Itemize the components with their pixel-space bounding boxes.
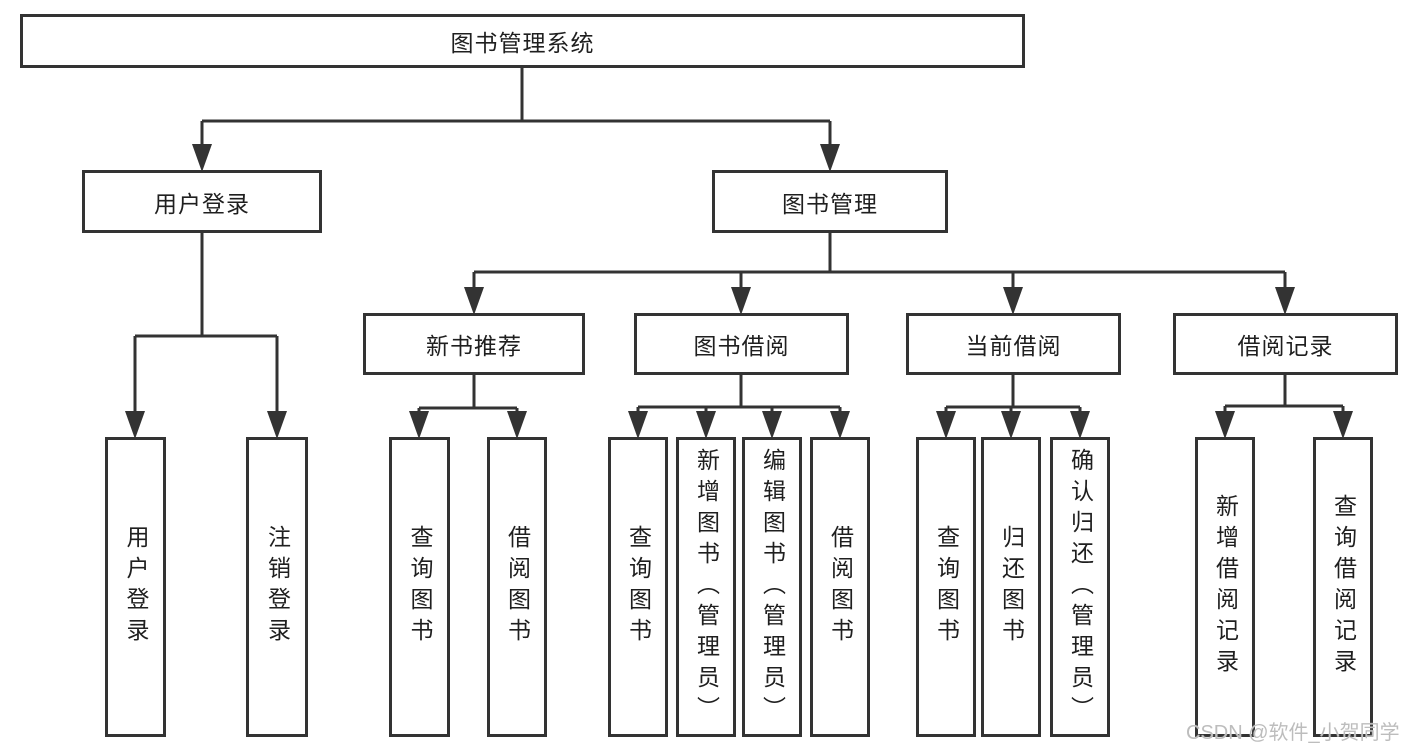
node-new-book-recommend: 新书推荐 bbox=[363, 313, 585, 375]
node-leaf-cb-confirm-return-admin: 确认归还（管理员） bbox=[1050, 437, 1110, 737]
node-leaf-logout: 注销登录 bbox=[246, 437, 308, 737]
node-leaf-bb-add-book-admin: 新增图书（管理员） bbox=[676, 437, 736, 737]
node-root: 图书管理系统 bbox=[20, 14, 1025, 68]
node-leaf-rec-borrow-book: 借阅图书 bbox=[487, 437, 547, 737]
node-leaf-user-login: 用户登录 bbox=[105, 437, 166, 737]
node-leaf-br-add-record: 新增借阅记录 bbox=[1195, 437, 1255, 737]
node-leaf-bb-query-book: 查询图书 bbox=[608, 437, 668, 737]
node-leaf-rec-query-book: 查询图书 bbox=[389, 437, 450, 737]
node-book-borrow: 图书借阅 bbox=[634, 313, 849, 375]
node-leaf-cb-return-book: 归还图书 bbox=[981, 437, 1041, 737]
node-leaf-cb-query-book: 查询图书 bbox=[916, 437, 976, 737]
node-leaf-br-query-record: 查询借阅记录 bbox=[1313, 437, 1373, 737]
node-current-borrow: 当前借阅 bbox=[906, 313, 1121, 375]
node-book-management: 图书管理 bbox=[712, 170, 948, 233]
watermark-text: CSDN @软件_小贺同学 bbox=[1186, 722, 1400, 744]
node-user-login: 用户登录 bbox=[82, 170, 322, 233]
node-leaf-bb-edit-book-admin: 编辑图书（管理员） bbox=[742, 437, 802, 737]
node-leaf-bb-borrow-book: 借阅图书 bbox=[810, 437, 870, 737]
node-borrow-records: 借阅记录 bbox=[1173, 313, 1398, 375]
